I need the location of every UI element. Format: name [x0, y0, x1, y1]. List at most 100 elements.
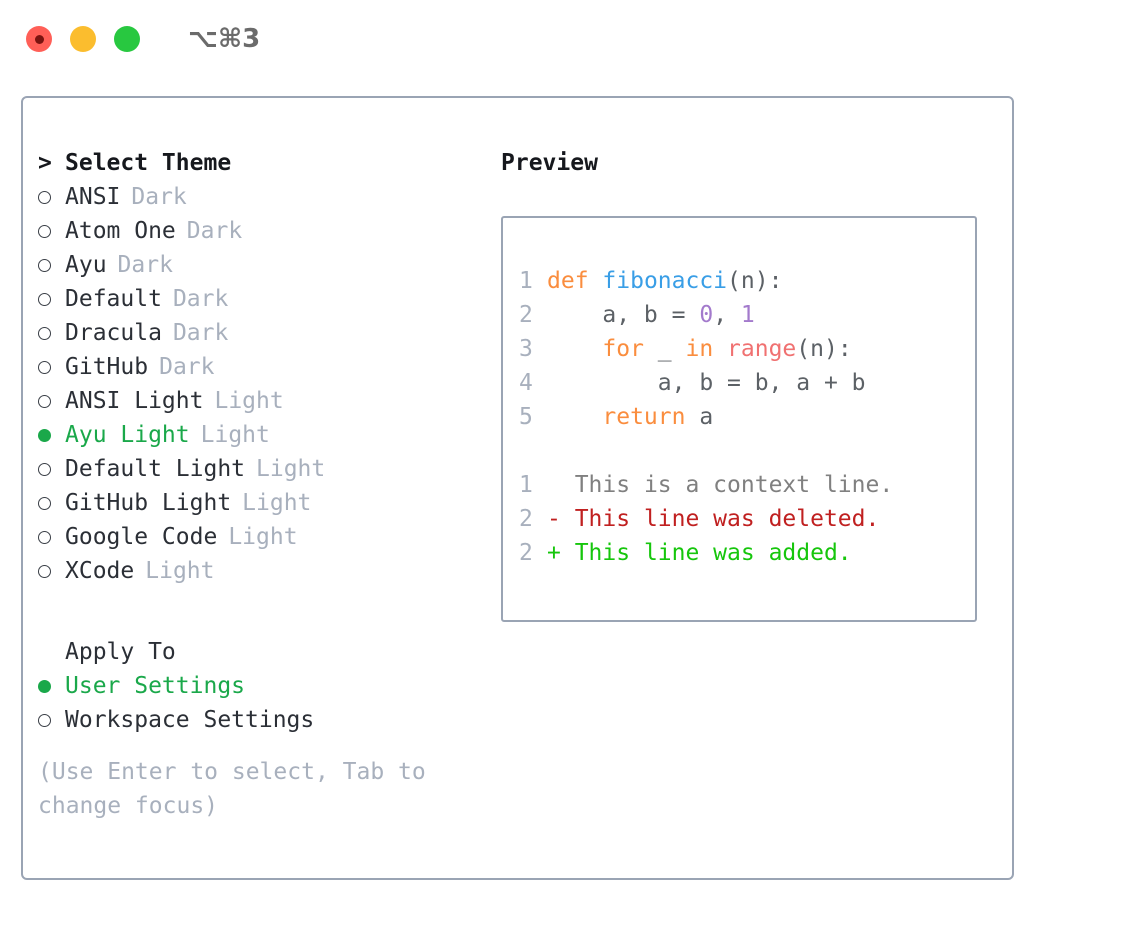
theme-variant-badge: Light: [145, 558, 215, 584]
radio-unselected-icon[interactable]: [38, 190, 65, 204]
radio-unselected-icon[interactable]: [38, 530, 65, 544]
apply-to-label: User Settings: [65, 673, 246, 699]
code-token: for: [602, 336, 644, 362]
radio-dot: [38, 326, 51, 340]
theme-variant-badge: Dark: [159, 354, 215, 380]
radio-unselected-icon[interactable]: [38, 394, 65, 408]
theme-name: Default: [65, 286, 162, 312]
diff-line: 1 This is a context line.: [519, 468, 975, 502]
minimize-button[interactable]: [70, 26, 96, 52]
select-theme-title: Select Theme: [65, 150, 232, 176]
select-theme-header: > Select Theme: [38, 146, 498, 180]
radio-unselected-icon[interactable]: [38, 258, 65, 272]
diff-text: This is a context line.: [574, 472, 894, 498]
code-token: 1: [740, 302, 755, 328]
radio-unselected-icon[interactable]: [38, 564, 65, 578]
code-token: [589, 268, 603, 294]
theme-variant-badge: Light: [214, 388, 284, 414]
apply-to-title: Apply To: [65, 639, 176, 665]
theme-name: Default Light: [65, 456, 246, 482]
line-number: 1: [519, 268, 533, 294]
radio-dot: [38, 564, 51, 578]
apply-to-label: Workspace Settings: [65, 707, 315, 733]
code-token: _: [643, 336, 686, 362]
theme-name: Ayu Light: [65, 422, 190, 448]
theme-list-item[interactable]: GitHub Light Light: [38, 486, 498, 520]
theme-list-item[interactable]: Default Dark: [38, 282, 498, 316]
code-line: 5 return a: [519, 400, 975, 434]
apply-to-option[interactable]: Workspace Settings: [38, 703, 498, 737]
radio-selected-icon[interactable]: [38, 428, 65, 442]
code-token: [547, 404, 602, 430]
caret-icon: >: [38, 150, 52, 176]
theme-variant-badge: Dark: [186, 218, 243, 244]
code-token: return: [602, 404, 686, 430]
code-token: in: [685, 336, 714, 362]
preview-title: Preview: [501, 150, 598, 176]
radio-dot: [38, 530, 51, 544]
theme-list-item[interactable]: Ayu Light Light: [38, 418, 498, 452]
theme-list-item[interactable]: Atom One Dark: [38, 214, 498, 248]
keyboard-hint: (Use Enter to select, Tab to change focu…: [38, 759, 426, 819]
diff-sample: 1 This is a context line.2- This line wa…: [519, 468, 975, 570]
theme-list-item[interactable]: Default Light Light: [38, 452, 498, 486]
theme-name: Atom One: [65, 218, 176, 244]
line-number: 3: [519, 336, 533, 362]
code-token: a: [685, 404, 714, 430]
maximize-button[interactable]: [114, 26, 140, 52]
radio-dot: [38, 224, 51, 238]
theme-name: GitHub Light: [65, 490, 232, 516]
theme-variant-badge: Light: [200, 422, 270, 448]
radio-dot: [38, 462, 51, 476]
theme-variant-badge: Light: [242, 490, 312, 516]
diff-line: 2- This line was deleted.: [519, 502, 975, 536]
diff-text: This line was deleted.: [574, 506, 880, 532]
theme-variant-badge: Light: [256, 456, 326, 482]
code-line: 4 a, b = b, a + b: [519, 366, 975, 400]
radio-selected-icon[interactable]: [38, 679, 65, 693]
line-number: 2: [519, 540, 533, 566]
theme-list-item[interactable]: GitHub Dark: [38, 350, 498, 384]
traffic-lights: [26, 26, 140, 52]
theme-variant-badge: Dark: [117, 252, 173, 278]
radio-unselected-icon[interactable]: [38, 496, 65, 510]
diff-sign: -: [547, 506, 575, 532]
theme-list-item[interactable]: XCode Light: [38, 554, 498, 588]
theme-variant-badge: Dark: [131, 184, 187, 210]
line-number: 1: [519, 472, 533, 498]
theme-name: GitHub: [65, 354, 149, 380]
radio-unselected-icon[interactable]: [38, 292, 65, 306]
section-spacer: [38, 588, 498, 635]
theme-variant-badge: Dark: [172, 320, 229, 346]
keyboard-shortcut-label: ⌥⌘3: [188, 24, 261, 54]
radio-unselected-icon[interactable]: [38, 360, 65, 374]
diff-text: This line was added.: [574, 540, 852, 566]
radio-unselected-icon[interactable]: [38, 224, 65, 238]
apply-to-option[interactable]: User Settings: [38, 669, 498, 703]
code-line: 3 for _ in range(n):: [519, 332, 975, 366]
radio-unselected-icon[interactable]: [38, 462, 65, 476]
code-token: range: [727, 336, 797, 362]
radio-dot: [38, 190, 51, 204]
code-token: a, b = b, a + b: [547, 370, 866, 396]
diff-sign: +: [547, 540, 575, 566]
code-token: 0: [699, 302, 714, 328]
radio-unselected-icon[interactable]: [38, 713, 65, 727]
theme-variant-badge: Dark: [172, 286, 229, 312]
theme-name: XCode: [65, 558, 135, 584]
radio-unselected-icon[interactable]: [38, 326, 65, 340]
close-button[interactable]: [26, 26, 52, 52]
